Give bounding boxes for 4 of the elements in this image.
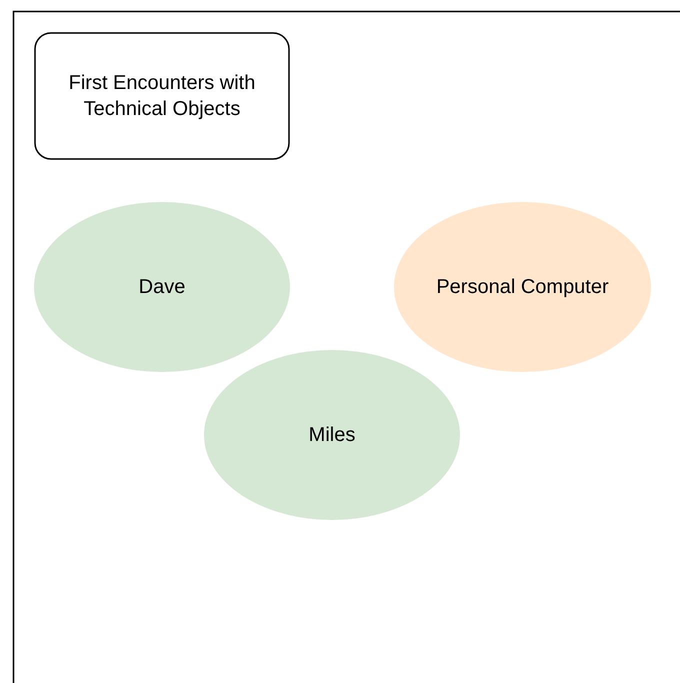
node-label: Miles: [308, 423, 356, 448]
node-label: Dave: [138, 275, 186, 300]
title-text: First Encounters with Technical Objects: [68, 71, 256, 122]
node-label: Personal Computer: [436, 275, 609, 300]
